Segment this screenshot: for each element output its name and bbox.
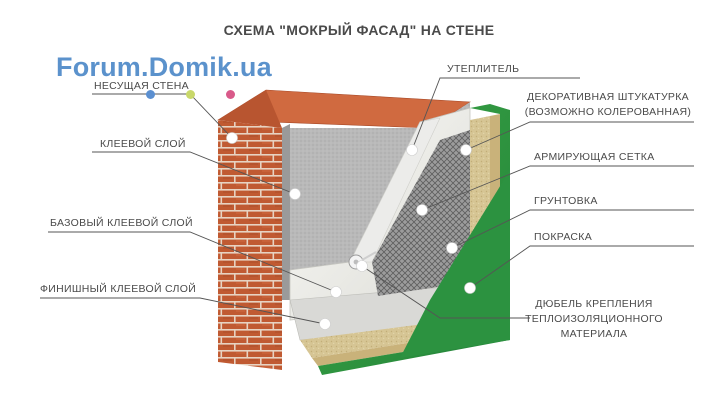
- brick-wall-side: [218, 90, 282, 128]
- watermark-dot-blue-icon: [146, 90, 155, 99]
- label-paint: ПОКРАСКА: [534, 231, 593, 243]
- label-base-adhesive: БАЗОВЫЙ КЛЕЕВОЙ СЛОЙ: [50, 217, 193, 229]
- plaster-shape: [300, 116, 490, 358]
- label-insulation: УТЕПЛИТЕЛЬ: [447, 63, 520, 75]
- label-finish-adhesive: ФИНИШНЫЙ КЛЕЕВОЙ СЛОЙ: [40, 283, 197, 295]
- label-reinforcing-mesh: АРМИРУЮЩАЯ СЕТКА: [534, 151, 655, 163]
- marker-dots: [226, 132, 476, 330]
- adhesive-layer-edge: [282, 124, 290, 300]
- diagram-title: СХЕМА "МОКРЫЙ ФАСАД" НА СТЕНЕ: [223, 22, 495, 38]
- brick-wall-front: [218, 120, 282, 370]
- watermark-logo: Forum.Domik.ua: [56, 52, 272, 82]
- label-adhesive-layer: КЛЕЕВОЙ СЛОЙ: [100, 138, 186, 150]
- label-decorative-plaster: ДЕКОРАТИВНАЯ ШТУКАТУРКА (ВОЗМОЖНО КОЛЕРО…: [524, 91, 692, 118]
- leader-lines-right: [361, 77, 694, 319]
- watermark-dot-yellow-icon: [186, 90, 195, 99]
- label-primer: ГРУНТОВКА: [534, 195, 598, 207]
- label-dowel: ДЮБЕЛЬ КРЕПЛЕНИЯ ТЕПЛОИЗОЛЯЦИОННОГО МАТЕ…: [525, 298, 663, 340]
- watermark-dot-pink-icon: [226, 90, 235, 99]
- paint-front: [400, 170, 510, 358]
- label-bearing-wall: НЕСУЩАЯ СТЕНА: [94, 80, 189, 92]
